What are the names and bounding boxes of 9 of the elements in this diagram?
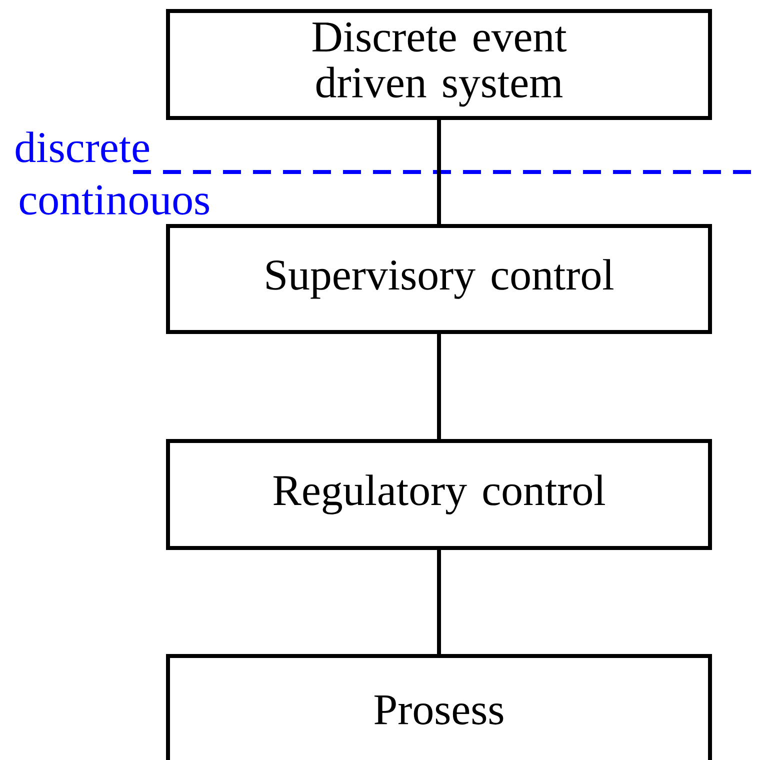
region-label: continouos	[20, 185, 210, 215]
connector-line	[437, 120, 441, 224]
process-box: Regulatory control	[166, 439, 712, 550]
region-label: discrete	[16, 132, 149, 162]
process-box: Discrete event driven system	[166, 9, 712, 120]
connector-line	[437, 550, 441, 654]
process-box: Supervisory control	[166, 224, 712, 334]
connector-line	[437, 334, 441, 439]
process-box: Prosess	[166, 654, 712, 760]
